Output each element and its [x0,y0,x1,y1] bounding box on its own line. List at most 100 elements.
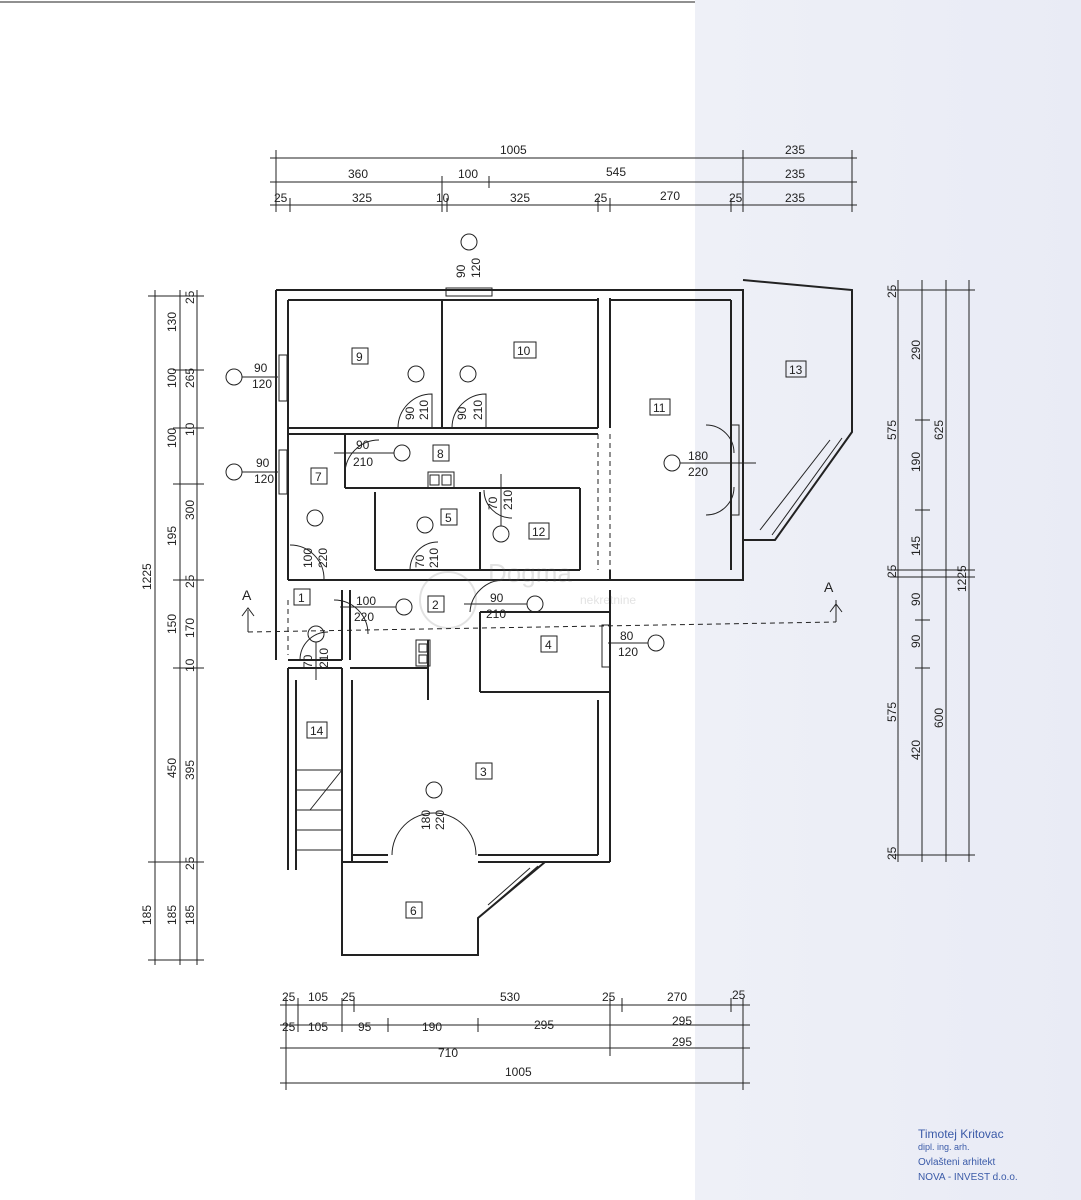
door-5-tag: 70 210 [413,516,441,568]
svg-text:11: 11 [653,401,666,415]
dim-right-3a: 625 [932,420,946,440]
section-label-left: A [242,587,252,603]
dim-right-1d: 575 [885,702,899,722]
stamp-title: dipl. ing. arh. [918,1141,970,1152]
dim-left-2a: 130 [165,312,179,332]
door-12-tag: 70 210 [486,474,515,543]
dim-bot-4a: 1005 [505,1065,532,1079]
svg-text:2: 2 [432,598,439,612]
dim-right-1c: 25 [885,564,899,578]
dim-left-3i: 25 [183,856,197,870]
room-13: 13 [785,360,807,378]
dim-top-3d: 325 [510,191,530,205]
dim-right-2c: 145 [909,536,923,556]
room-3: 3 [475,762,493,780]
dim-bot-1f: 270 [667,990,687,1004]
dim-left-3a: 25 [183,290,197,304]
svg-text:70: 70 [413,554,427,568]
door-2-tag: 90 210 [464,591,544,621]
svg-text:80: 80 [620,629,634,643]
svg-text:220: 220 [316,548,330,568]
room-14: 14 [306,721,328,739]
svg-text:210: 210 [486,607,506,621]
dim-top-2d: 235 [785,167,805,181]
bottom-dimensions: 25 105 25 530 25 270 25 25 105 95 190 29… [280,988,750,1090]
window-top-tag: 90 120 [454,233,483,278]
dim-top-3f: 270 [660,189,680,203]
dim-bot-3b: 295 [672,1035,692,1049]
svg-text:70: 70 [486,496,500,510]
top-dimensions: 1005 235 360 100 545 235 25 325 10 325 2… [270,143,857,212]
svg-text:7: 7 [315,470,322,484]
windows [278,287,740,668]
dim-top-3h: 235 [785,191,805,205]
svg-text:210: 210 [317,648,331,668]
dim-top-2b: 100 [458,167,478,181]
svg-text:90: 90 [403,406,417,420]
dim-right-1b: 575 [885,420,899,440]
svg-text:100: 100 [356,594,376,608]
watermark-brand: Dogma [488,558,572,588]
svg-text:90: 90 [454,264,468,278]
dim-right-3b: 600 [932,708,946,728]
door-8-tag: 90 210 [334,438,411,469]
door-10-tag: 90 210 [455,365,485,420]
dim-right-2d: 90 [909,592,923,606]
room-2: 2 [427,595,445,613]
svg-text:120: 120 [618,645,638,659]
section-line: A A [241,579,843,633]
dim-left-3e: 25 [183,574,197,588]
dim-right-4a: 1225 [955,565,969,592]
dim-left-3g: 10 [183,658,197,672]
door-1-tag: 100 220 [340,594,413,624]
dim-bot-1a: 25 [282,990,296,1004]
watermark: Dogma nekretnine [419,558,636,629]
dim-top-1b: 235 [785,143,805,157]
right-dimensions: 25 575 25 575 25 290 190 145 90 90 420 6… [885,280,975,862]
appliances [415,471,455,667]
dim-top-1a: 1005 [500,143,527,157]
svg-text:180: 180 [688,449,708,463]
room-8: 8 [432,444,450,462]
opening-tags: 90 120 90 120 90 120 90 210 90 210 [225,233,756,830]
dim-left-1b: 185 [140,905,154,925]
svg-text:5: 5 [445,511,452,525]
walls [275,279,853,956]
dim-right-1a: 25 [885,284,899,298]
dim-left-3c: 10 [183,422,197,436]
svg-text:10: 10 [517,344,531,358]
dim-left-2g: 185 [165,905,179,925]
dim-bot-1e: 25 [602,990,616,1004]
svg-text:12: 12 [532,525,546,539]
dim-right-2a: 290 [909,340,923,360]
dim-right-1e: 25 [885,846,899,860]
left-dimensions: 1225 185 130 100 100 195 150 450 185 25 … [140,290,204,965]
room-11: 11 [649,398,671,416]
svg-text:220: 220 [433,810,447,830]
svg-text:8: 8 [437,447,444,461]
dim-bot-1c: 25 [342,990,356,1004]
svg-text:90: 90 [256,456,270,470]
dim-bot-1g: 25 [732,988,746,1002]
dim-bot-2d: 190 [422,1020,442,1034]
dim-left-3h: 395 [183,760,197,780]
svg-text:220: 220 [354,610,374,624]
svg-text:220: 220 [688,465,708,479]
svg-text:120: 120 [469,258,483,278]
svg-text:210: 210 [353,455,373,469]
dim-left-2f: 450 [165,758,179,778]
dim-bot-2a: 25 [282,1020,296,1034]
dim-top-2a: 360 [348,167,368,181]
dim-top-3a: 25 [274,191,288,205]
dim-bot-2f: 295 [672,1014,692,1028]
room-7: 7 [310,467,328,485]
dim-left-3d: 300 [183,500,197,520]
dim-right-2b: 190 [909,452,923,472]
dim-right-2e: 90 [909,634,923,648]
svg-text:90: 90 [455,406,469,420]
svg-text:210: 210 [417,400,431,420]
svg-text:100: 100 [301,548,315,568]
room-10: 10 [513,341,537,359]
svg-text:210: 210 [471,400,485,420]
dim-left-3f: 170 [183,618,197,638]
